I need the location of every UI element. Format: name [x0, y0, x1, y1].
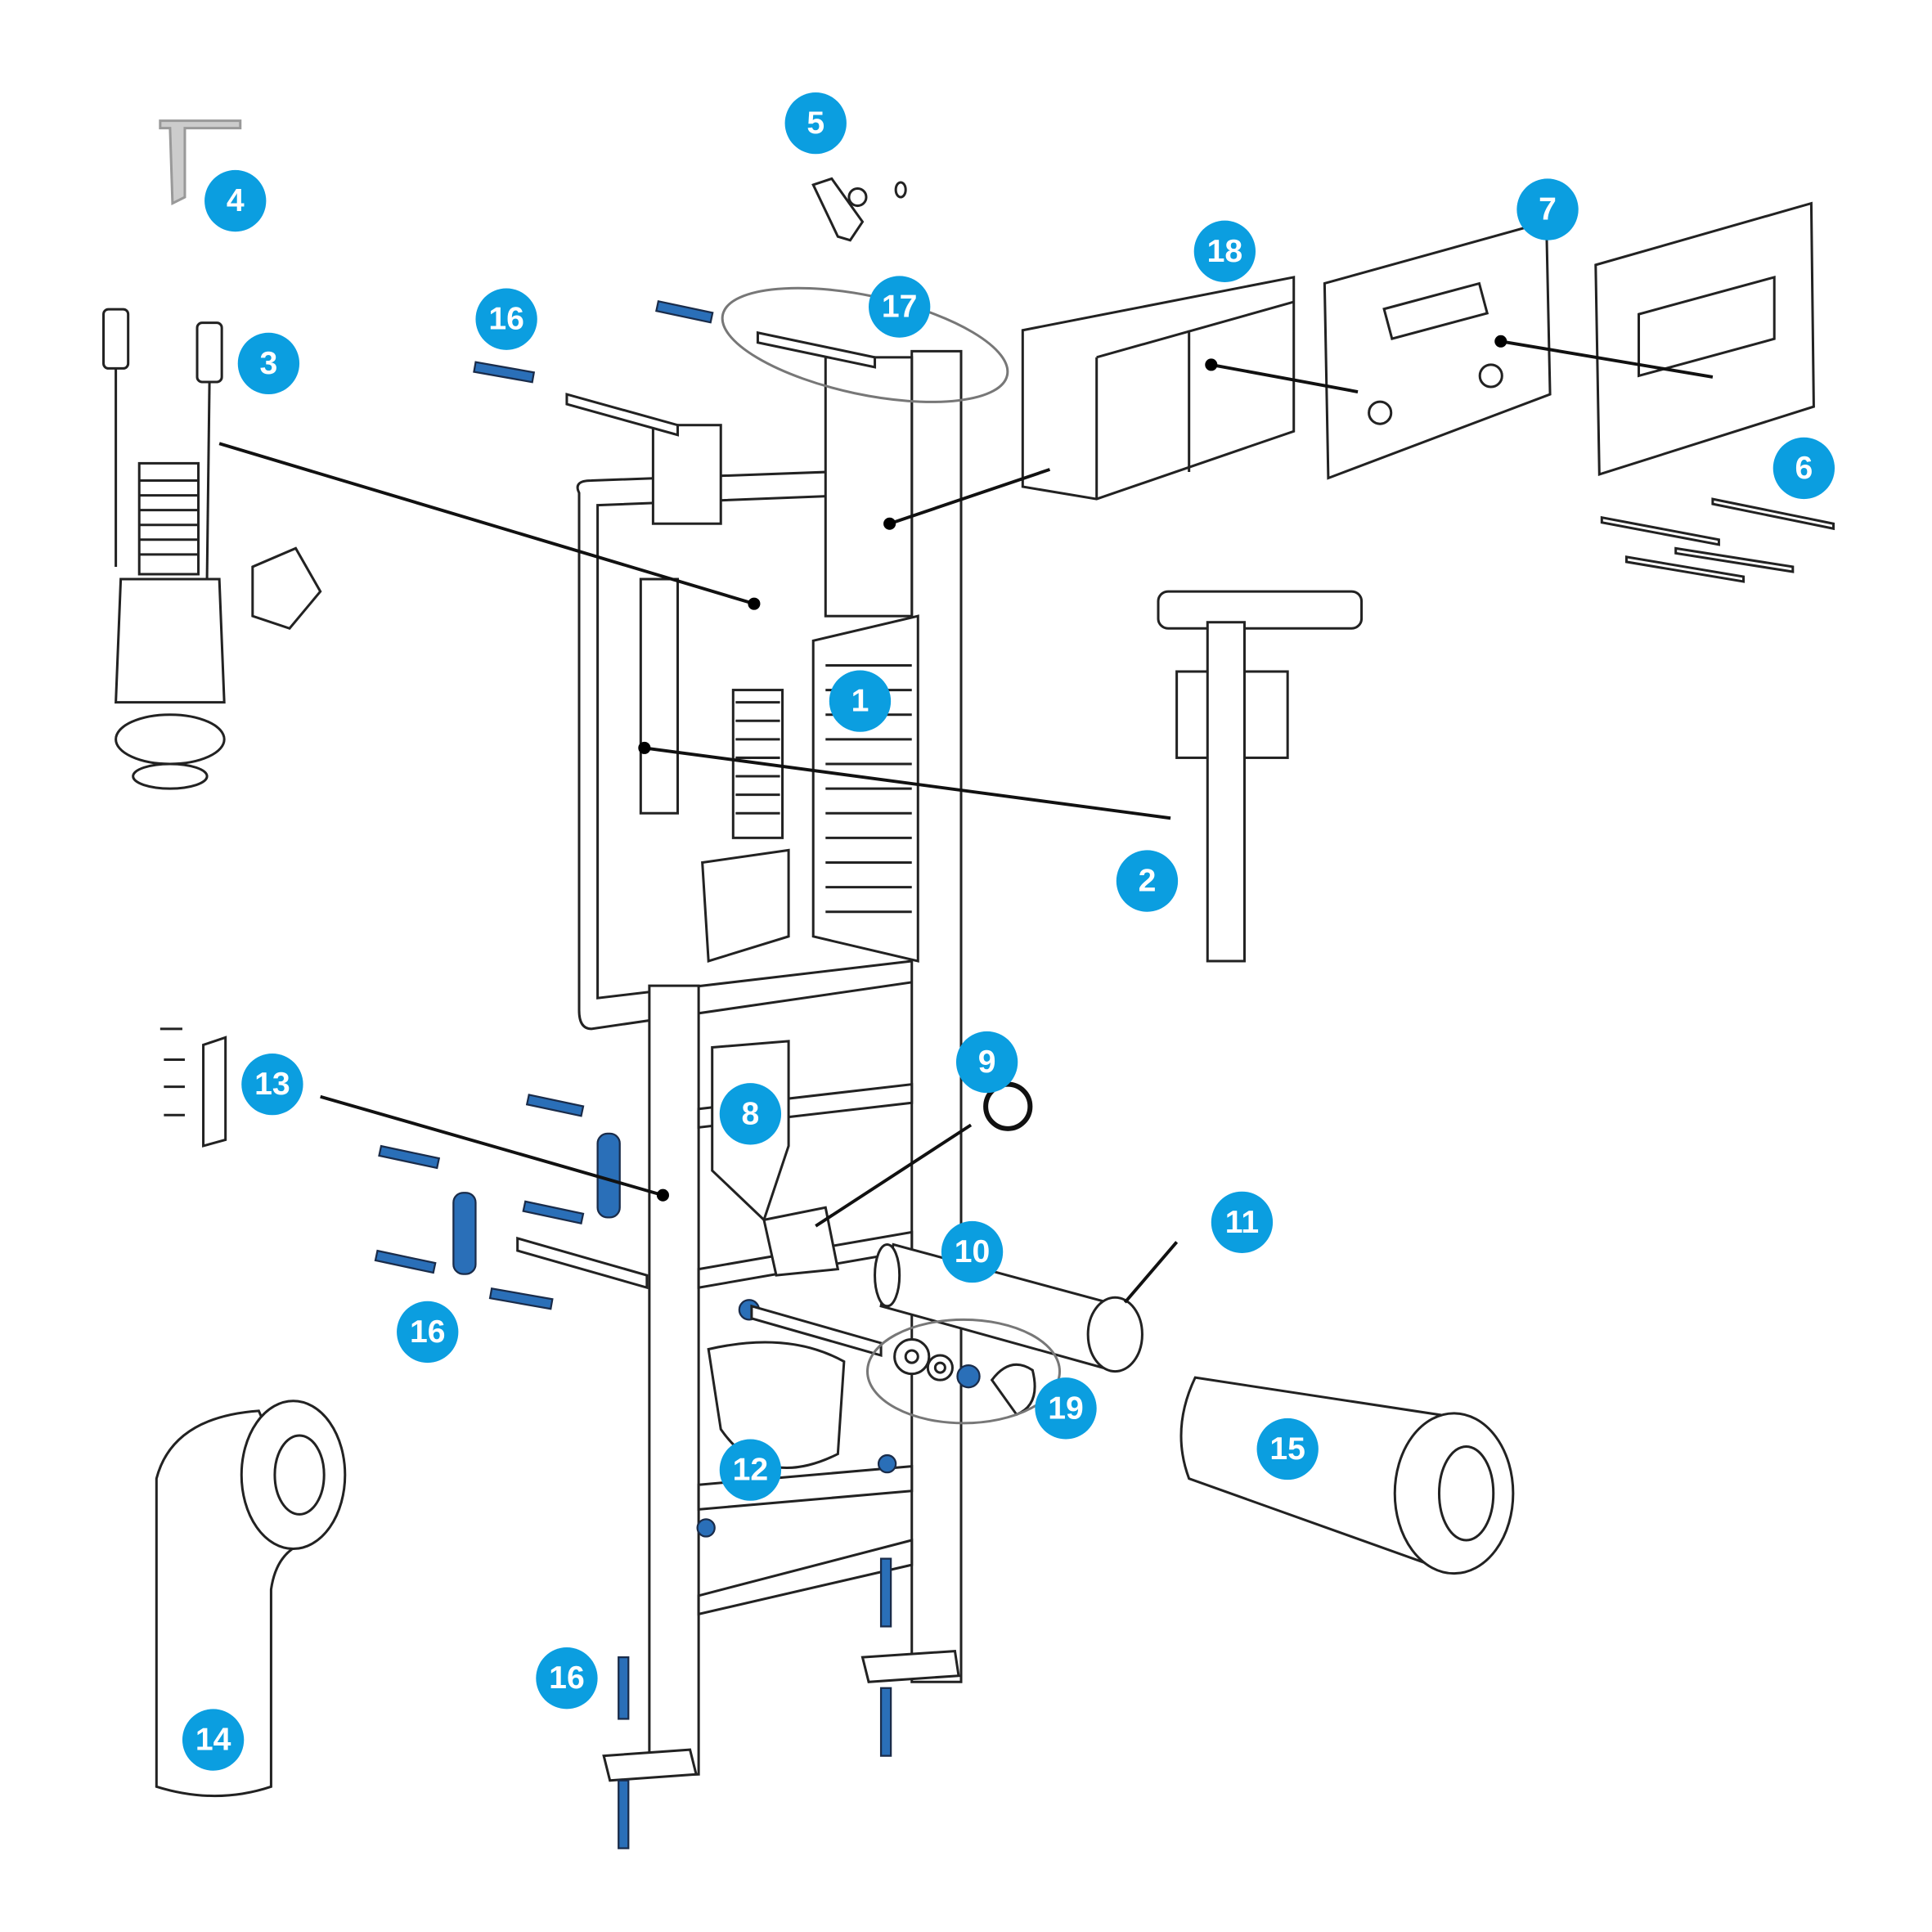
installation-frame [576, 349, 963, 1782]
callout-9: 9 [955, 1031, 1018, 1094]
callout-label: 8 [742, 1096, 760, 1131]
callout-label: 11 [1225, 1205, 1259, 1240]
callout-16-bottom: 16 [536, 1647, 598, 1710]
callout-10: 10 [941, 1220, 1004, 1283]
callout-5: 5 [784, 92, 847, 155]
part-19-washers [893, 1337, 1036, 1417]
callout-6: 6 [1772, 437, 1835, 500]
part-13-bracket [160, 1027, 227, 1148]
callout-label: 16 [488, 302, 524, 337]
callout-label: 5 [806, 106, 824, 141]
callout-label: 16 [549, 1660, 585, 1696]
callout-12: 12 [719, 1439, 782, 1501]
callout-19: 19 [1035, 1377, 1097, 1440]
callout-label: 12 [733, 1453, 769, 1488]
callout-7: 7 [1516, 178, 1579, 240]
callout-label: 4 [227, 183, 245, 218]
callout-label: 19 [1048, 1391, 1084, 1426]
callout-label: 2 [1139, 864, 1157, 899]
callout-2: 2 [1116, 850, 1179, 912]
callout-16-middle: 16 [397, 1301, 459, 1364]
part-5-valve [811, 177, 907, 242]
rods [516, 330, 883, 1358]
callout-label: 15 [1269, 1431, 1305, 1467]
callout-label: 9 [978, 1045, 996, 1080]
leader-lines [218, 286, 1714, 1425]
callout-label: 7 [1539, 192, 1557, 227]
callout-14: 14 [182, 1709, 245, 1771]
callout-18: 18 [1193, 220, 1256, 282]
callout-16-top: 16 [475, 288, 537, 350]
callout-label: 3 [260, 346, 278, 381]
part-10-flush-pipe [874, 1242, 1143, 1373]
part-6-cover-plate [1594, 201, 1835, 583]
part-2-fill-valve [1157, 590, 1364, 963]
callout-11: 11 [1211, 1191, 1274, 1254]
callout-label: 13 [254, 1067, 290, 1102]
callout-8: 8 [719, 1083, 782, 1145]
callout-label: 6 [1795, 451, 1813, 486]
callout-label: 14 [195, 1723, 231, 1758]
fasteners [374, 299, 981, 1849]
part-15-straight-pipe [1179, 1376, 1515, 1575]
callout-1: 1 [829, 670, 892, 732]
part-14-elbow-pipe [155, 1400, 347, 1798]
callout-4: 4 [204, 169, 267, 232]
part-3-flush-valve [102, 308, 322, 790]
callout-label: 17 [882, 290, 918, 325]
callout-15: 15 [1256, 1418, 1319, 1480]
part-4-clip [159, 119, 242, 205]
callout-3: 3 [237, 332, 300, 395]
callout-17: 17 [869, 276, 931, 338]
callout-label: 1 [851, 684, 869, 719]
callout-label: 18 [1207, 234, 1243, 269]
callout-13: 13 [241, 1053, 303, 1116]
part-18-box [1021, 276, 1296, 501]
callout-label: 10 [955, 1234, 991, 1269]
part-7-plate [1323, 220, 1552, 480]
callout-label: 16 [410, 1314, 446, 1350]
